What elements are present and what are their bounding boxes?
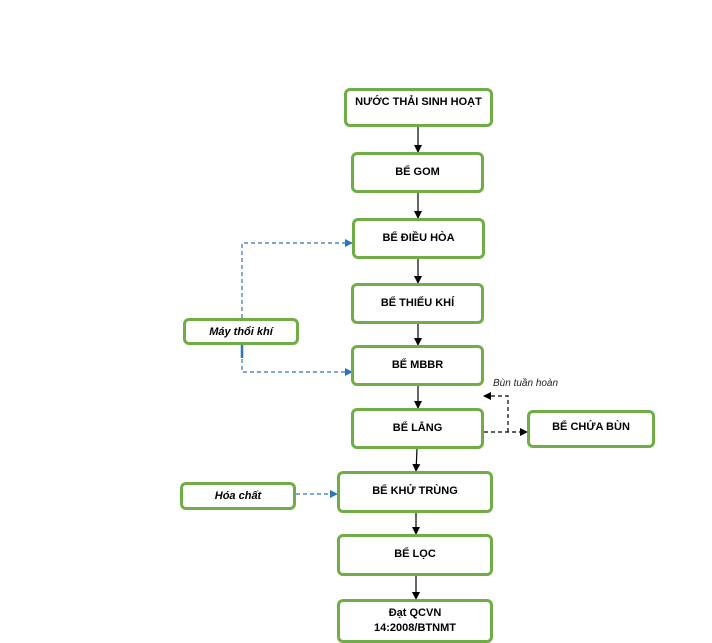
node-raw-wastewater: NƯỚC THẢI SINH HOẠT (344, 88, 493, 127)
output-line-1: Đạt QCVN (388, 607, 442, 619)
node-collection-tank: BỂ GOM (351, 152, 484, 193)
label-sludge-recycle: Bùn tuần hoàn (493, 378, 559, 389)
node-settling-tank: BỂ LẮNG (351, 408, 484, 449)
arrow-settling-to-disinfection (412, 448, 421, 472)
sludge-recycle-line (483, 392, 509, 432)
node-anoxic-tank: BỂ THIẾU KHÍ (351, 283, 484, 324)
air-line-to-equalization (241, 239, 353, 318)
node-filter-tank: BỂ LỌC (337, 534, 493, 576)
node-mbbr-tank: BỂ MBBR (351, 345, 484, 386)
node-blower: Máy thổi khí (183, 318, 299, 345)
air-line-to-mbbr (241, 345, 353, 376)
node-sludge-tank: BỂ CHỨA BÙN (527, 410, 655, 448)
node-output-standard: Đạt QCVN 14:2008/BTNMT (337, 599, 493, 643)
node-equalization-tank: BỂ ĐIỀU HÒA (352, 218, 485, 259)
output-line-2: 14:2008/BTNMT (374, 622, 456, 634)
node-disinfection-tank: BỂ KHỬ TRÙNG (337, 471, 493, 513)
node-chemicals: Hóa chất (180, 482, 296, 510)
